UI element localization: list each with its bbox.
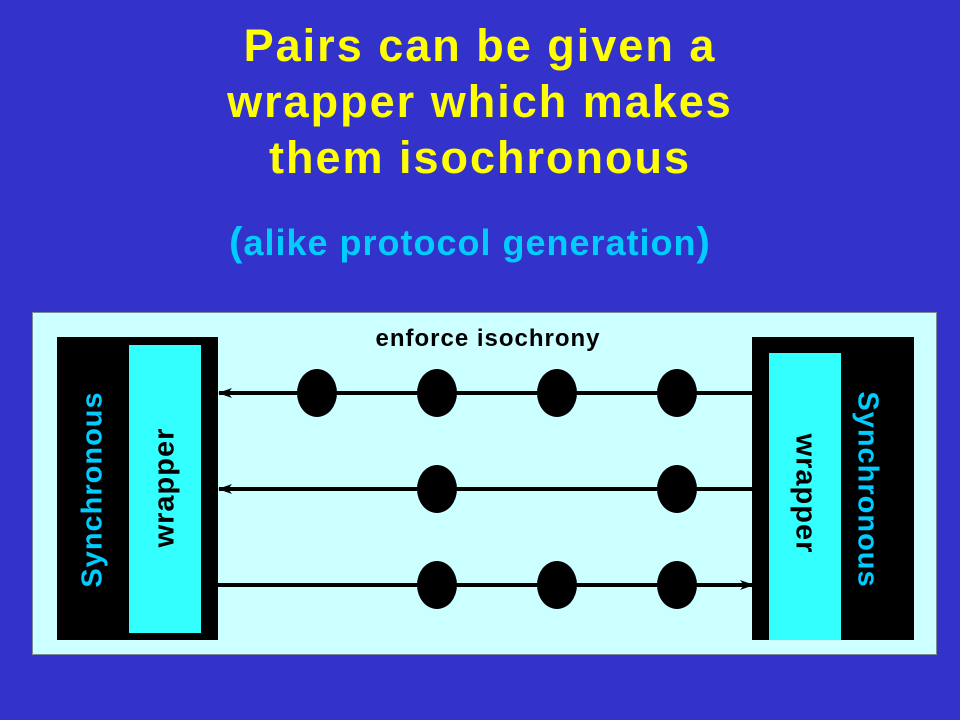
left-wrapper-label: wrapper [148,427,181,548]
channel-2-token-2 [657,465,697,513]
channel-3-token-3 [657,561,697,609]
channel-1-token-4 [657,369,697,417]
subtitle-close-paren: ) [696,220,711,264]
right-wrapper-label: wrapper [789,433,822,554]
title-line-3: them isochronous [268,132,692,183]
subtitle-text: alike protocol generation [243,222,697,263]
title-line-1: Pairs can be given a [243,20,717,71]
channel-3-token-1 [417,561,457,609]
enforce-isochrony-label: enforce isochrony [375,325,601,352]
channel-1-token-2 [417,369,457,417]
slide-title: Pairs can be given a wrapper which makes… [0,18,960,186]
channel-1-token-1 [297,369,337,417]
slide-subtitle: (alike protocol generation) [0,218,940,267]
subtitle-open-paren: ( [229,220,244,264]
right-synchronous-label: Synchronous [851,391,884,588]
channel-2-token-1 [417,465,457,513]
channel-3-token-2 [537,561,577,609]
channels-svg [218,369,754,609]
title-line-2: wrapper which makes [227,76,733,127]
right-wrapper-block [769,353,841,640]
isochrony-diagram: enforce isochrony Synchronous wrapper Sy… [32,312,937,655]
channel-1-token-3 [537,369,577,417]
left-synchronous-label: Synchronous [76,391,109,588]
left-wrapper-block [129,345,201,633]
